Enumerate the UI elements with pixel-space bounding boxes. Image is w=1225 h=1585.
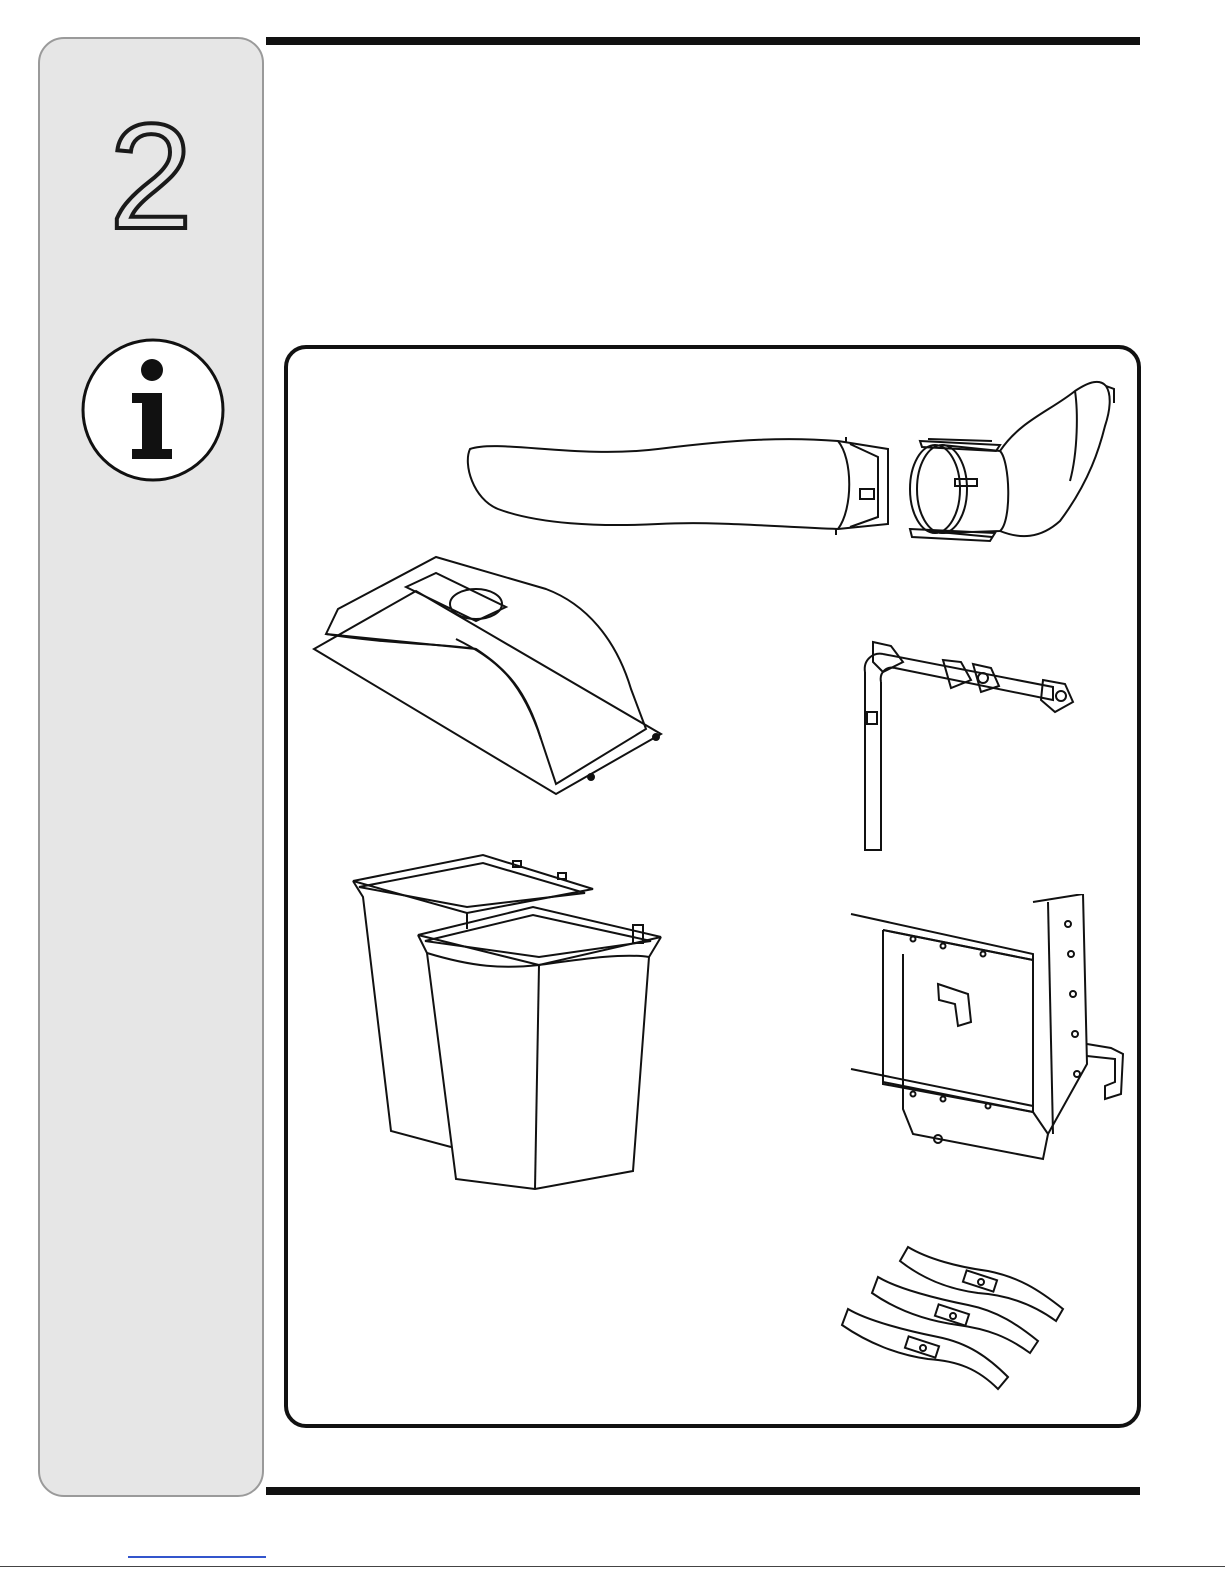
grass-bags-part: [343, 849, 673, 1194]
bag-frame-bar-part: [843, 632, 1088, 857]
footer-rule: [266, 1487, 1140, 1495]
page-bottom-line: [0, 1566, 1225, 1567]
info-icon: [80, 337, 226, 483]
step-sidebar: 2: [38, 37, 264, 1497]
support-bracket-part: [843, 894, 1138, 1174]
bag-cover-part: [306, 549, 671, 804]
header-rule: [266, 37, 1140, 45]
step-number: 2: [40, 101, 262, 251]
mower-blades-part: [838, 1239, 1078, 1409]
chute-adapter-part: [900, 371, 1125, 546]
chute-tube-part: [458, 429, 908, 539]
footer-link[interactable]: [128, 1556, 266, 1558]
parts-panel: [284, 345, 1141, 1428]
